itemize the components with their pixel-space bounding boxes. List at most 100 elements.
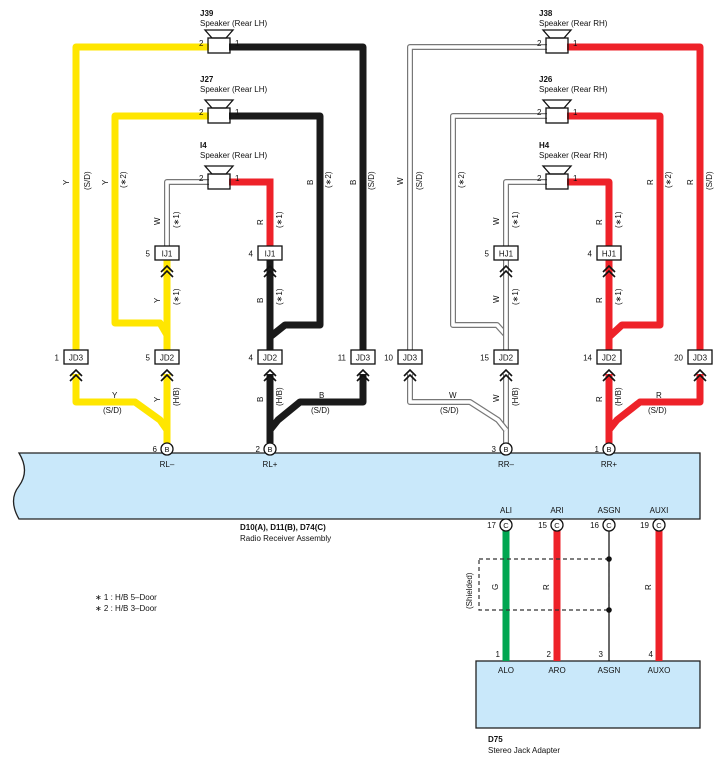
speaker-j39-id: J39 bbox=[200, 9, 214, 18]
receiver-terminal-rl-plus: B 2 RL+ bbox=[256, 442, 278, 469]
connector-hj1-a: HJ1 5 bbox=[485, 245, 519, 278]
terminal-pin: 6 bbox=[153, 445, 158, 454]
label-r-j26: R bbox=[646, 179, 655, 185]
label-s1-ij1b: (∗1) bbox=[275, 288, 284, 305]
adapter-term-auxo: AUXO bbox=[648, 666, 671, 675]
label-sd-jd3r: (S/D) bbox=[648, 406, 667, 415]
shield-junction-bottom bbox=[606, 607, 612, 613]
terminal-conn-letter: B bbox=[606, 445, 611, 454]
speaker-j27-icon bbox=[207, 107, 231, 124]
connector-jd3-10-label: JD3 bbox=[403, 354, 418, 363]
connector-jd2-5-label: JD2 bbox=[160, 354, 175, 363]
speaker-j26: J26 Speaker (Rear RH) 2 1 bbox=[537, 75, 608, 124]
label-s1-i4w: (∗1) bbox=[172, 211, 181, 228]
stereo-jack-adapter-panel bbox=[475, 660, 701, 729]
speaker-i4-icon bbox=[207, 173, 231, 190]
speaker-h4-pin-2: 2 bbox=[537, 174, 542, 183]
connector-jd3-1: JD3 1 bbox=[55, 349, 89, 382]
speaker-h4: H4 Speaker (Rear RH) 2 1 bbox=[537, 141, 608, 190]
label-sd-jd3w: (S/D) bbox=[440, 406, 459, 415]
speaker-j38-id: J38 bbox=[539, 9, 553, 18]
label-w-jd3: W bbox=[449, 391, 457, 400]
terminal-name: RL– bbox=[160, 460, 175, 469]
label-sd-j38: (S/D) bbox=[415, 171, 424, 190]
connector-hj1-b-pin: 4 bbox=[588, 250, 593, 259]
terminal-pin: 1 bbox=[595, 445, 600, 454]
label-s1-hj1w: (∗1) bbox=[511, 288, 520, 305]
speaker-j26-icon bbox=[545, 107, 569, 124]
label-s2-j27: (∗2) bbox=[119, 171, 128, 188]
adapter-pin-1: 1 bbox=[496, 650, 501, 659]
connector-jd2-14-pin: 14 bbox=[583, 354, 592, 363]
connector-jd2-5: JD2 5 bbox=[146, 349, 180, 382]
connector-jd3-11: JD3 11 bbox=[338, 349, 376, 382]
label-r-hj1: R bbox=[595, 297, 604, 303]
label-b-j27: B bbox=[306, 180, 315, 185]
footnote-1: ∗ 1 : H/B 5–Door bbox=[95, 593, 157, 602]
connector-jd3-1-pin: 1 bbox=[55, 354, 60, 363]
terminal-name: ARI bbox=[550, 506, 563, 515]
speaker-j27-pin-1: 1 bbox=[235, 108, 240, 117]
speaker-j38-pin-1: 1 bbox=[573, 39, 578, 48]
shield-junction-top bbox=[606, 556, 612, 562]
terminal-conn-letter: C bbox=[554, 521, 560, 530]
label-s1-h4r: (∗1) bbox=[614, 211, 623, 228]
label-r-ari: R bbox=[542, 584, 551, 590]
speaker-j26-pin-1: 1 bbox=[573, 108, 578, 117]
receiver-terminal-rl-minus: B 6 RL– bbox=[153, 442, 175, 469]
receiver-terminal-rr-minus: B 3 RR– bbox=[492, 442, 515, 469]
connector-ij1-a-label: IJ1 bbox=[162, 250, 173, 259]
speaker-i4: I4 Speaker (Rear LH) 2 1 bbox=[199, 141, 267, 190]
label-w-i4: W bbox=[153, 217, 162, 225]
terminal-name: AUXI bbox=[650, 506, 669, 515]
receiver-name: Radio Receiver Assembly bbox=[240, 534, 331, 543]
speaker-j39-icon bbox=[207, 37, 231, 54]
label-sd-jd3b: (S/D) bbox=[311, 406, 330, 415]
speaker-i4-desc: Speaker (Rear LH) bbox=[200, 151, 267, 160]
terminal-pin: 3 bbox=[492, 445, 497, 454]
label-b-ij1: B bbox=[256, 298, 265, 303]
wire-yellow-rl-minus bbox=[72, 43, 209, 443]
connector-jd2-4-pin: 4 bbox=[249, 354, 254, 363]
label-sd-j39: (S/D) bbox=[83, 171, 92, 190]
label-s1-hj1r: (∗1) bbox=[614, 288, 623, 305]
label-hb-jd2r: (H/B) bbox=[614, 387, 623, 406]
connector-ij1-b-label: IJ1 bbox=[265, 250, 276, 259]
shield-box bbox=[478, 558, 610, 611]
wire-black-rl-plus bbox=[229, 43, 367, 443]
receiver-terminal-rr-plus: B 1 RR+ bbox=[595, 442, 617, 469]
connector-jd3-11-pin: 11 bbox=[338, 354, 347, 363]
label-sd-j38r: (S/D) bbox=[705, 171, 714, 190]
receiver-terminal-ali: C 17 ALI bbox=[487, 506, 513, 532]
connector-jd2-4-label: JD2 bbox=[263, 354, 278, 363]
footnote-2: ∗ 2 : H/B 3–Door bbox=[95, 604, 157, 613]
terminal-conn-letter: C bbox=[503, 521, 509, 530]
speaker-j39-pin-1: 1 bbox=[235, 39, 240, 48]
speaker-j38-desc: Speaker (Rear RH) bbox=[539, 19, 608, 28]
label-s2-j26r: (∗2) bbox=[664, 171, 673, 188]
label-b-jd3: B bbox=[319, 391, 324, 400]
connector-jd2-15: JD2 15 bbox=[480, 349, 519, 382]
speaker-i4-pin-2: 2 bbox=[199, 174, 204, 183]
connector-jd2-15-pin: 15 bbox=[480, 354, 489, 363]
speaker-h4-icon bbox=[545, 173, 569, 190]
terminal-pin: 17 bbox=[487, 521, 496, 530]
speaker-j27: J27 Speaker (Rear LH) 2 1 bbox=[199, 75, 267, 124]
speaker-j26-desc: Speaker (Rear RH) bbox=[539, 85, 608, 94]
label-r-j38: R bbox=[686, 179, 695, 185]
speaker-h4-id: H4 bbox=[539, 141, 550, 150]
label-y-jd3: Y bbox=[112, 391, 118, 400]
label-y-j39: Y bbox=[62, 179, 71, 185]
connector-jd3-20-label: JD3 bbox=[693, 354, 708, 363]
terminal-pin: 15 bbox=[538, 521, 547, 530]
label-s1-i4r: (∗1) bbox=[275, 211, 284, 228]
label-s2-j27b: (∗2) bbox=[324, 171, 333, 188]
connector-jd3-10-pin: 10 bbox=[384, 354, 393, 363]
speaker-j26-id: J26 bbox=[539, 75, 553, 84]
connector-jd3-10: JD3 10 bbox=[384, 349, 423, 382]
terminal-pin: 19 bbox=[640, 521, 649, 530]
connector-hj1-b: HJ1 4 bbox=[588, 245, 622, 278]
connector-ij1-b-pin: 4 bbox=[249, 250, 254, 259]
speaker-j38-icon bbox=[545, 37, 569, 54]
